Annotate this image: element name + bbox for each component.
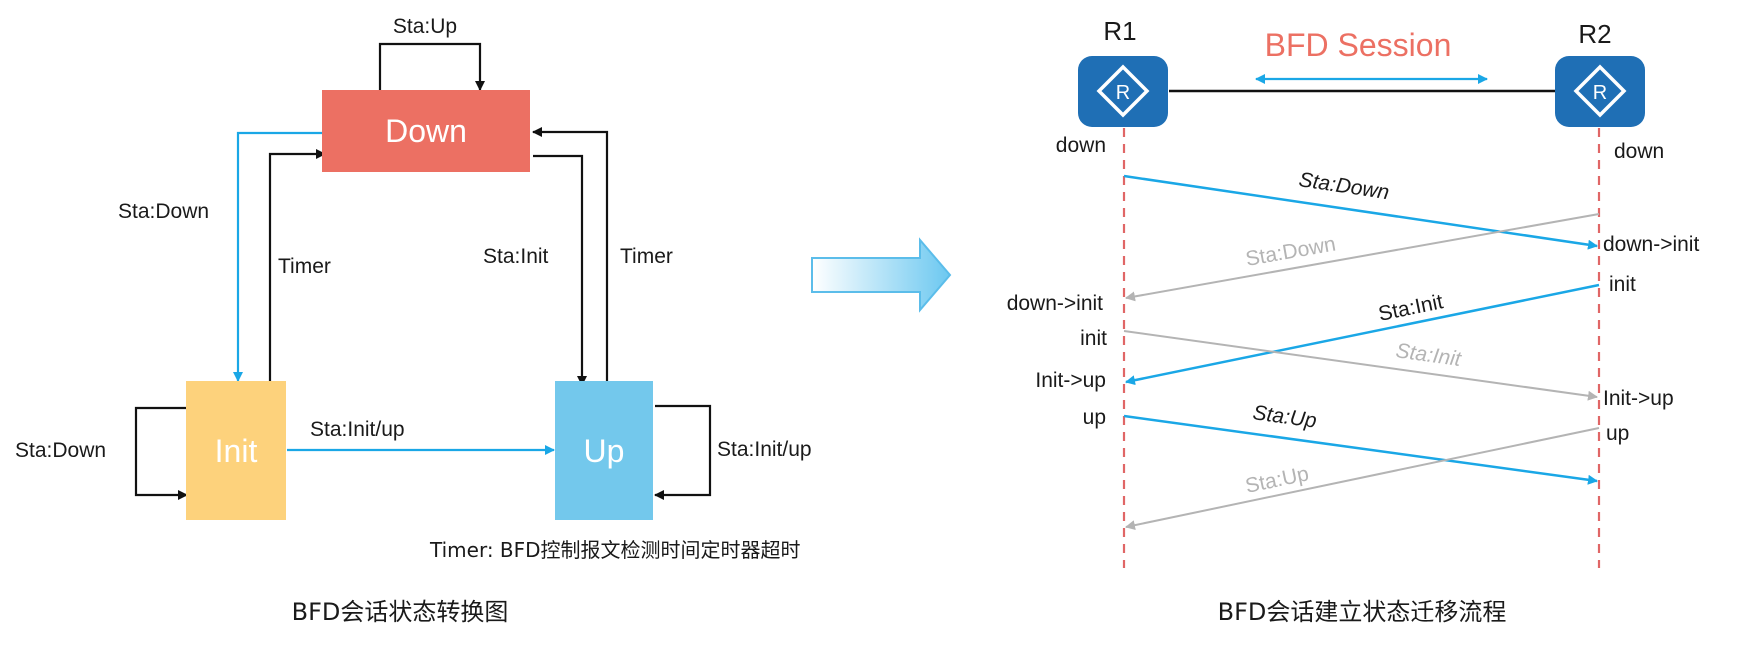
svg-text:R: R (1116, 82, 1130, 104)
state-init-box (186, 381, 286, 520)
msg-r1-sta-down-label: Sta:Down (1297, 168, 1390, 204)
state-machine: Down Init Up Sta:Up Sta:Down Timer Sta:I… (15, 15, 812, 626)
state-up-box (555, 381, 653, 520)
msg-r2-sta-down-label: Sta:Down (1244, 232, 1338, 270)
down-to-init-arrow (233, 131, 325, 382)
r1-state-down-init: down->init (1007, 292, 1103, 315)
r2-name: R2 (1578, 19, 1611, 49)
state-down-box (322, 90, 530, 172)
timer-note: Timer: BFD控制报文检测时间定时器超时 (429, 538, 801, 562)
msg-r1-sta-init-label: Sta:Init (1394, 339, 1463, 371)
msg-r1-sta-down (1123, 174, 1598, 250)
down-to-up-label: Sta:Init (483, 245, 549, 268)
msg-r1-sta-up (1123, 414, 1598, 485)
init-self-label: Sta:Down (15, 439, 106, 462)
init-to-down-arrow (268, 149, 326, 384)
msg-r2-sta-up-label: Sta:Up (1243, 462, 1311, 498)
sequence-caption: BFD会话建立状态迁移流程 (1218, 598, 1507, 626)
init-to-down-label: Timer (278, 255, 331, 278)
init-to-up-label: Sta:Init/up (310, 418, 405, 441)
state-init: Init (186, 381, 286, 520)
r2-state-down: down (1614, 140, 1664, 163)
down-to-up-arrow (533, 154, 587, 386)
down-self-loop-arrow (378, 42, 485, 91)
msg-r2-sta-down (1125, 213, 1600, 302)
down-self-label: Sta:Up (393, 15, 457, 38)
r1-state-init: init (1080, 327, 1107, 350)
up-to-down-arrow (532, 127, 609, 384)
state-init-label: Init (215, 433, 258, 469)
r2-state-down-init: down->init (1603, 233, 1699, 256)
state-down: Down (322, 90, 530, 172)
msg-r1-sta-up-label: Sta:Up (1251, 401, 1318, 433)
up-self-label: Sta:Init/up (717, 438, 812, 461)
bfd-session-label: BFD Session (1265, 27, 1452, 63)
r1-state-init-up: Init->up (1035, 369, 1106, 392)
init-self-loop-arrow (134, 406, 188, 500)
msg-r2-sta-init (1125, 283, 1600, 386)
state-machine-caption: BFD会话状态转换图 (292, 598, 509, 626)
msg-r1-sta-init (1123, 330, 1598, 401)
state-up: Up (555, 381, 653, 520)
router-icon: R (1078, 56, 1168, 127)
sequence-flow: BFD Session R1 R R2 R Sta:Down Sta:Down … (1007, 16, 1700, 626)
r1-state-up: up (1083, 406, 1106, 429)
r1-state-down: down (1056, 134, 1106, 157)
right-arrow-icon (811, 237, 952, 313)
svg-text:R: R (1593, 82, 1607, 104)
router-icon: R (1555, 56, 1645, 127)
down-to-init-label: Sta:Down (118, 200, 209, 223)
state-down-label: Down (385, 113, 467, 149)
state-up-label: Up (584, 433, 625, 469)
r2-state-up: up (1606, 422, 1629, 445)
msg-r2-sta-init-label: Sta:Init (1376, 290, 1445, 326)
up-self-loop-arrow (654, 404, 712, 500)
r1-name: R1 (1103, 16, 1136, 46)
r2-state-init-up: Init->up (1603, 387, 1674, 410)
r2-state-init: init (1609, 273, 1636, 296)
up-to-down-label: Timer (620, 245, 673, 268)
msg-r2-sta-up (1125, 427, 1600, 531)
